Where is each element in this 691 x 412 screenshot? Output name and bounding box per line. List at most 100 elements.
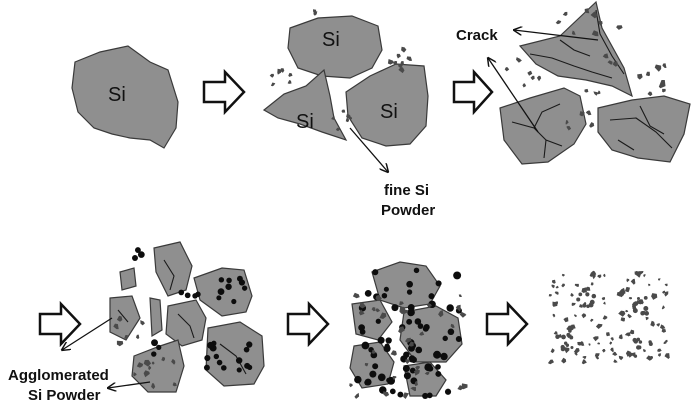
powder-flake (595, 356, 599, 360)
powder-particle (238, 279, 246, 286)
powder-flake (516, 57, 522, 63)
powder-particle (576, 297, 581, 302)
powder-flake (581, 313, 587, 319)
powder-flake (638, 271, 644, 276)
powder-particle (565, 343, 570, 347)
powder-particle (555, 334, 560, 339)
powder-flake (581, 359, 587, 365)
powder-flake (459, 311, 467, 318)
stage-1-intact-si: Si (71, 45, 179, 149)
powder-flake (643, 349, 647, 353)
powder-flake (629, 329, 635, 335)
powder-flake (171, 358, 176, 365)
powder-flake (345, 118, 349, 123)
powder-flake (590, 270, 597, 276)
stage-5-heavy-agglomeration (349, 261, 468, 400)
powder-flake (594, 353, 600, 358)
powder-particle (354, 375, 362, 384)
agglomerated-label-line2: Si Powder (28, 387, 101, 404)
powder-flake (597, 342, 600, 345)
powder-flake (664, 353, 670, 359)
crack-lines (117, 259, 247, 375)
powder-flake (396, 53, 401, 59)
powder-particle (364, 289, 372, 297)
si-cracked-left (499, 87, 587, 165)
powder-flake (151, 383, 156, 390)
powder-particle (435, 371, 442, 377)
powder-flake (358, 309, 365, 316)
powder-flake (588, 343, 591, 346)
powder-particle (638, 299, 643, 305)
powder-flake (548, 294, 552, 297)
powder-particle (560, 346, 566, 352)
powder-flake (602, 315, 608, 320)
powder-flake (401, 46, 407, 53)
powder-particle (389, 388, 396, 395)
powder-flake (135, 334, 140, 340)
si-label-right: Si (380, 101, 398, 123)
si-piece (131, 339, 185, 393)
powder-particle (204, 354, 211, 362)
pulverized-powder (547, 270, 670, 365)
powder-flake (664, 283, 668, 287)
powder-flake (648, 283, 651, 287)
powder-flake (565, 120, 569, 125)
powder-flake (143, 359, 152, 367)
powder-flake (657, 348, 662, 352)
powder-particle (582, 303, 587, 308)
agglomerated-powder-stage-4 (113, 247, 253, 390)
powder-flake (399, 301, 404, 306)
powder-flake (561, 283, 565, 288)
powder-flake (364, 363, 369, 367)
powder-flake (550, 348, 555, 354)
powder-flake (616, 25, 623, 30)
powder-flake (618, 355, 624, 361)
powder-flake (612, 351, 618, 356)
powder-flake (371, 349, 376, 354)
agglomerated-label-line1: Agglomerated (8, 367, 109, 384)
powder-flake (414, 369, 420, 376)
powder-flake (571, 30, 576, 35)
powder-flake (584, 88, 589, 93)
process-arrows (38, 68, 529, 348)
powder-particle (638, 340, 643, 344)
powder-flake (579, 111, 585, 117)
powder-flake (349, 383, 353, 388)
powder-flake (287, 80, 292, 84)
powder-particle (364, 379, 370, 386)
powder-flake (113, 323, 119, 330)
powder-flake (592, 336, 599, 342)
powder-flake (352, 292, 360, 299)
powder-flake (553, 331, 558, 335)
powder-particle (585, 292, 590, 297)
powder-flake (393, 60, 398, 65)
powder-flake (148, 365, 152, 371)
powder-flake (587, 110, 592, 116)
powder-flake (643, 274, 646, 278)
powder-flake (607, 60, 613, 65)
powder-flake (552, 313, 556, 318)
powder-particle (648, 340, 652, 344)
powder-flake (603, 273, 606, 278)
powder-flake (354, 392, 360, 399)
powder-flake (595, 323, 603, 329)
powder-particle (649, 355, 654, 360)
crack-lines (511, 9, 673, 159)
powder-particle (231, 298, 237, 305)
powder-flake (415, 365, 420, 371)
powder-flake (554, 291, 559, 295)
powder-flake (656, 323, 660, 327)
powder-flake (664, 291, 669, 297)
powder-flake (161, 356, 166, 362)
powder-particle (591, 293, 597, 299)
powder-flake (660, 324, 666, 330)
powder-particle (406, 280, 413, 288)
powder-flake (400, 61, 404, 65)
powder-particle (641, 310, 646, 315)
powder-flake (136, 362, 144, 368)
powder-flake (579, 304, 583, 308)
powder-flake (657, 353, 662, 357)
powder-particle (134, 247, 141, 254)
powder-flake (625, 309, 629, 313)
powder-flake (398, 66, 405, 74)
